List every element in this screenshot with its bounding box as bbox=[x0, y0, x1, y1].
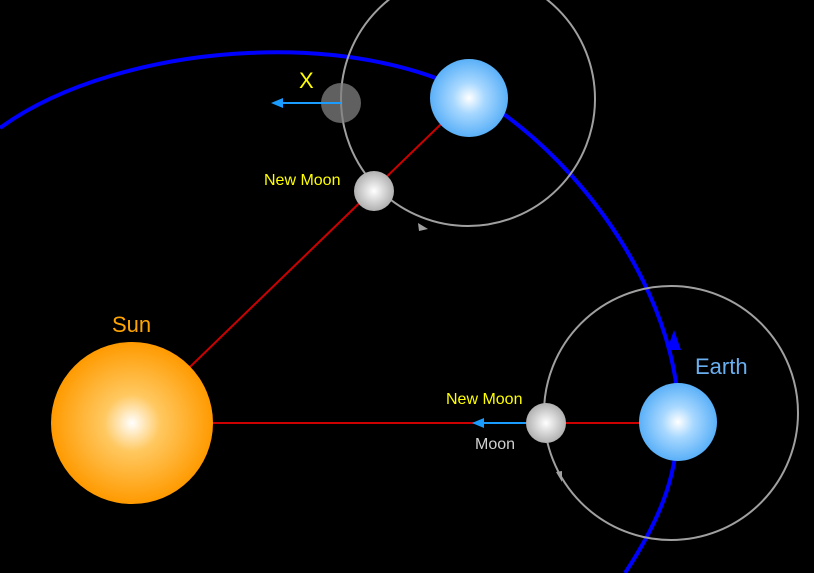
earth-bottom bbox=[639, 383, 717, 461]
new-moon-top bbox=[354, 171, 394, 211]
earth-label: Earth bbox=[695, 354, 748, 379]
new-moon-bottom bbox=[526, 403, 566, 443]
sun bbox=[51, 342, 213, 504]
earth-orbit-arrow-icon bbox=[667, 330, 681, 350]
arrow-left-icon bbox=[472, 418, 484, 428]
x-marker-label: X bbox=[299, 68, 314, 93]
new-moon-label-top: New Moon bbox=[264, 172, 340, 189]
earth-orbit bbox=[0, 50, 681, 573]
moon-orbit-arrow-icon bbox=[556, 471, 562, 482]
new-moon-label-bottom: New Moon bbox=[446, 391, 522, 408]
moon-orbit-arrow-icon bbox=[418, 223, 428, 231]
arrow-left-icon bbox=[271, 98, 283, 108]
moon-label: Moon bbox=[475, 436, 515, 453]
earth-top bbox=[430, 59, 508, 137]
sun-label: Sun bbox=[112, 312, 151, 337]
